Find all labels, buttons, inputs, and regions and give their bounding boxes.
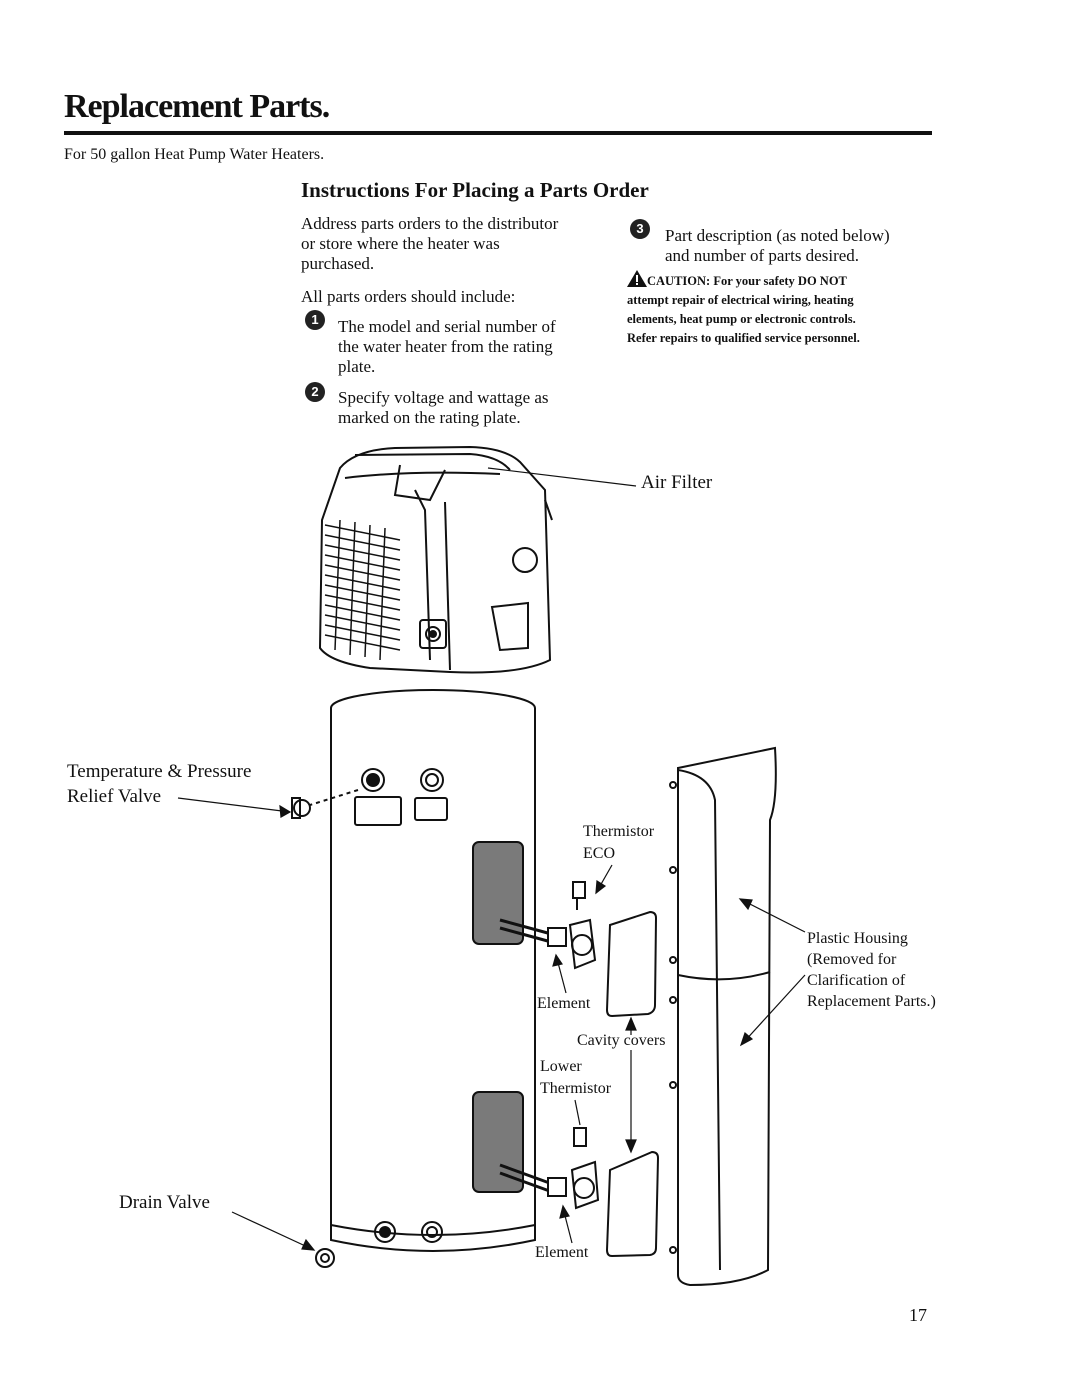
step-line: Part description (as noted below) [665, 226, 890, 245]
lower-element [499, 1127, 600, 1210]
lower-element-label: Element [535, 1244, 589, 1261]
caution-text: Refer repairs to qualified service perso… [627, 331, 860, 345]
step-1-text: The model and serial number of the water… [338, 317, 556, 377]
step-2-text: Specify voltage and wattage as marked on… [338, 388, 549, 428]
step-1-badge: 1 [305, 310, 325, 330]
include-intro: All parts orders should include: [301, 287, 516, 306]
caution-text: attempt repair of electrical wiring, hea… [627, 293, 854, 307]
upper-cavity-cover [605, 910, 658, 1018]
warning-icon [627, 270, 647, 287]
page-subtitle: For 50 gallon Heat Pump Water Heaters. [64, 146, 325, 163]
lower-thermistor-label: Lower Thermistor [540, 1056, 611, 1100]
address-line: Address parts orders to the distributor [301, 214, 559, 233]
caution-text: elements, heat pump or electronic contro… [627, 312, 856, 326]
upper-element [499, 881, 597, 970]
tank [309, 689, 536, 1252]
caution-text: CAUTION: For your safety DO NOT [647, 274, 847, 288]
caution-note: CAUTION: For your safety DO NOT attempt … [627, 270, 937, 348]
tp-valve-label: Temperature & Pressure Relief Valve [67, 759, 251, 809]
step-line: plate. [338, 357, 376, 376]
label-line: Clarification of [807, 972, 906, 989]
tp-valve [291, 797, 311, 819]
heat-pump-grille [324, 519, 401, 661]
title-rule [64, 131, 932, 135]
label-line: (Removed for [807, 951, 897, 968]
step-3-text: Part description (as noted below) and nu… [665, 226, 890, 266]
step-line: Specify voltage and wattage as [338, 388, 549, 407]
page-number: 17 [909, 1305, 927, 1325]
cavity-covers-label: Cavity covers [577, 1032, 666, 1049]
label-line: Plastic Housing [807, 930, 908, 947]
step-line: The model and serial number of [338, 317, 556, 336]
step-line: marked on the rating plate. [338, 408, 521, 427]
heat-pump-unit [318, 445, 553, 674]
address-paragraph: Address parts orders to the distributor … [301, 214, 558, 274]
label-line: Temperature & Pressure [67, 761, 252, 782]
plastic-housing-label: Plastic Housing (Removed for Clarificati… [807, 928, 936, 1012]
address-line: or store where the heater was [301, 234, 500, 253]
step-3-badge: 3 [630, 219, 650, 239]
drain-valve [315, 1248, 335, 1268]
label-line: Thermistor [540, 1080, 612, 1097]
page-title: Replacement Parts. [64, 88, 330, 125]
label-line: Relief Valve [67, 786, 162, 807]
step-line: and number of parts desired. [665, 246, 860, 265]
step-line: the water heater from the rating [338, 337, 553, 356]
leader-lines [177, 467, 806, 1251]
label-line: Replacement Parts.) [807, 993, 936, 1010]
eco-label: ECO [583, 845, 615, 862]
upper-element-label: Element [537, 995, 591, 1012]
caution-first-line: CAUTION: For your safety DO NOT [627, 270, 937, 291]
thermistor-label: Thermistor [583, 823, 655, 840]
step-2-badge: 2 [305, 382, 325, 402]
address-line: purchased. [301, 254, 375, 273]
plastic-housing [669, 746, 777, 1287]
label-line: Lower [540, 1058, 582, 1075]
drain-valve-label: Drain Valve [119, 1192, 210, 1213]
air-filter-label: Air Filter [641, 472, 713, 493]
lower-cavity-cover [605, 1150, 660, 1258]
instructions-heading: Instructions For Placing a Parts Order [301, 178, 649, 202]
